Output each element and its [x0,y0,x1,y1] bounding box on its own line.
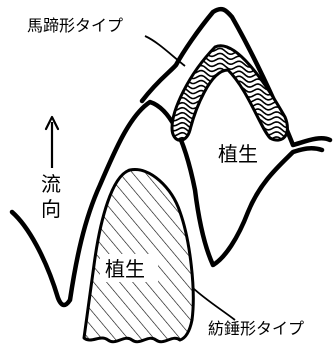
vegetation-upper-label: 植生 [218,142,258,166]
spindle-leader-line [192,287,236,321]
vegetation-upper-label-bg [214,141,264,167]
flow-label-char-2: 向 [41,197,61,221]
horseshoe-type-label: 馬蹄形タイプ [27,16,123,35]
spindle-type-label: 紡錘形タイプ [208,319,304,338]
horseshoe-wave-line [150,20,290,43]
horseshoe-leader-line [144,35,186,67]
upper-dune-outline [139,6,333,148]
horseshoe-wave-line [150,15,290,38]
lower-dune-outline [9,99,325,308]
horseshoe-wave-line [172,45,288,49]
horseshoe-wave-line [150,170,290,193]
horseshoe-wave-line [150,10,290,33]
vegetation-lower-label: 植生 [105,257,145,281]
flow-label-char-1: 流 [41,172,61,196]
flow-direction-arrow [44,115,60,168]
vegetation-lower-label-bg [100,254,158,282]
